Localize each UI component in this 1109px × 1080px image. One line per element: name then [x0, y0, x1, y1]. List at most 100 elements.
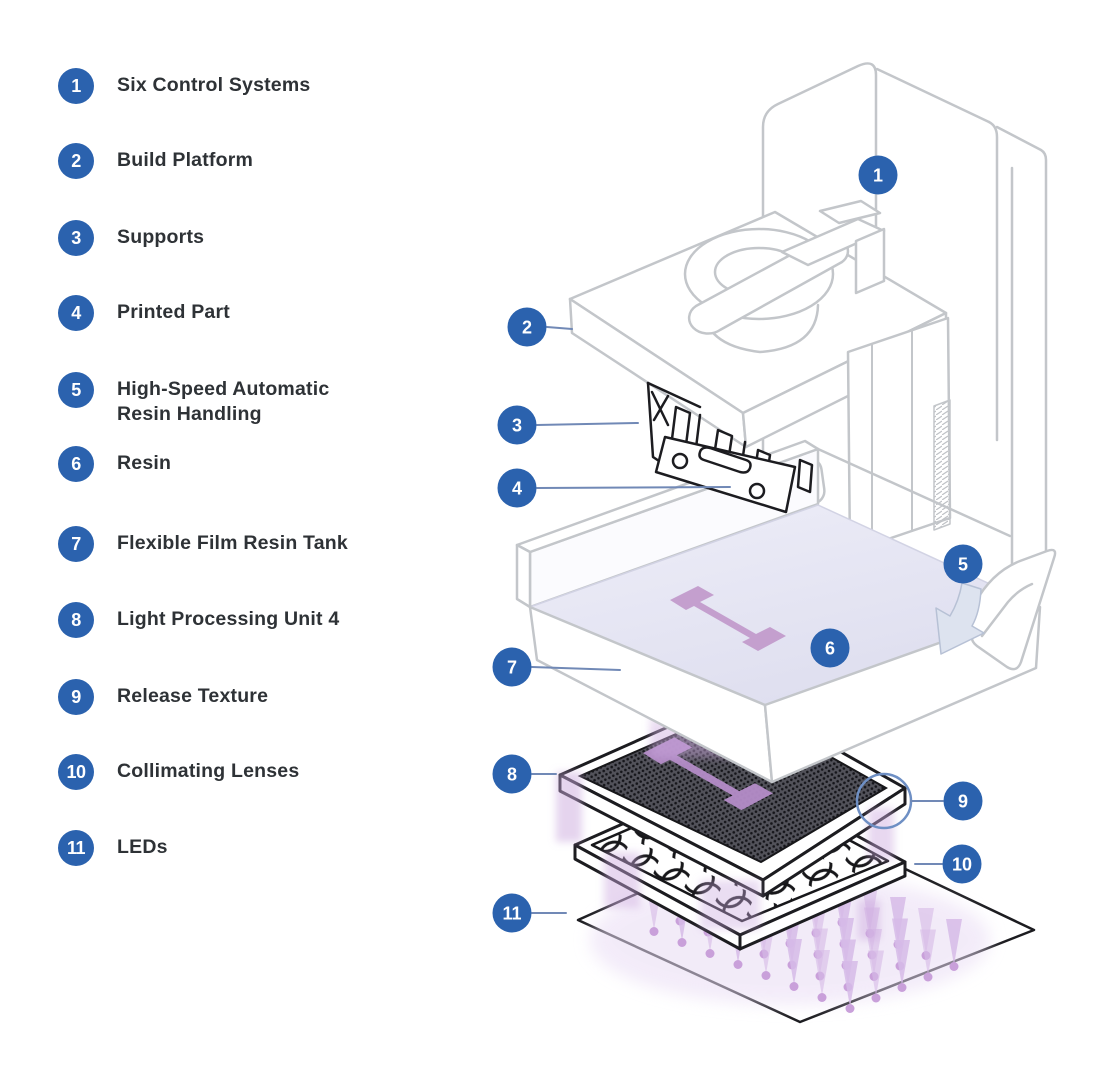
build-platform	[568, 199, 948, 449]
callout-10-num: 10	[952, 855, 972, 875]
callout-10-circle	[942, 844, 982, 884]
callout-4: 4	[497, 468, 537, 508]
callout-5-circle	[943, 544, 983, 584]
support-cage-right	[796, 458, 814, 494]
leader-2	[546, 326, 573, 330]
callout-4-num: 4	[512, 479, 522, 499]
led-cone-tip	[705, 949, 715, 958]
callout-7-circle	[492, 647, 532, 687]
legend-item-9: 9 Release Texture	[58, 679, 268, 715]
legend-label-5: High-Speed Automatic Resin Handling	[117, 378, 330, 425]
callout-5-num: 5	[958, 555, 968, 575]
leader-3	[536, 422, 639, 426]
legend-label-3: Supports	[117, 226, 205, 248]
led-cone-tip	[649, 927, 659, 936]
legend-label-9: Release Texture	[117, 685, 269, 707]
legend-label-10: Collimating Lenses	[117, 760, 300, 782]
callout-9: 9	[943, 781, 983, 821]
led-cone	[868, 950, 884, 997]
legend-item-6: 6 Resin	[58, 446, 171, 482]
glow-band-lower-center	[700, 880, 760, 930]
led-cone-tip	[923, 972, 933, 982]
legend-badge-11: 11	[58, 830, 94, 866]
diagram-callouts: 1 2 3 4 5 6 7 8 9 10 11	[492, 155, 983, 933]
legend-label-7: Flexible Film Resin Tank	[117, 532, 348, 554]
part-hole-left	[671, 452, 689, 470]
legend-badge-2: 2	[58, 143, 94, 179]
callout-1-circle	[858, 155, 898, 195]
part-hole-right	[748, 482, 766, 500]
callout-7-num: 7	[507, 658, 517, 678]
legend-item-5: 5 High-Speed Automatic Resin Handling	[58, 372, 329, 427]
callout-1: 1	[858, 155, 898, 195]
resin-tank	[515, 439, 1057, 784]
led-cone-tip	[871, 993, 881, 1003]
legend-item-1: 1 Six Control Systems	[58, 68, 310, 104]
led-cone	[786, 939, 802, 985]
legend-badge-10: 10	[58, 754, 94, 790]
legend-badge-6: 6	[58, 446, 94, 482]
callout-1-num: 1	[873, 166, 883, 186]
tank-spout	[969, 548, 1057, 671]
legend-label-8: Light Processing Unit 4	[117, 608, 340, 630]
callout-8: 8	[492, 754, 532, 794]
callout-3-num: 3	[512, 416, 522, 436]
callout-11-num: 11	[502, 904, 521, 924]
callout-6-circle	[810, 628, 850, 668]
callout-11-circle	[492, 893, 532, 933]
support-cage-top	[646, 381, 702, 409]
lead-screw	[933, 399, 951, 531]
led-cone-tip	[845, 1004, 855, 1013]
legend-label-2: Build Platform	[117, 149, 254, 171]
resin-pour-arrow	[935, 582, 985, 655]
callout-2: 2	[507, 307, 547, 347]
led-cone	[920, 929, 936, 976]
legend: 1 Six Control Systems 2 Build Platform 3 Su…	[0, 0, 470, 1080]
tank-back-wall-end	[515, 543, 532, 609]
led-cone-tip	[761, 971, 771, 980]
tower-outer-panel	[995, 125, 1048, 604]
callout-5: 5	[943, 544, 983, 584]
tower-left-panel	[761, 62, 878, 507]
legend-badge-1: 1	[58, 68, 94, 104]
glow-band-lower-right	[858, 900, 880, 940]
leader-7	[531, 666, 621, 671]
led-cone	[894, 940, 910, 986]
callout-6: 6	[810, 628, 850, 668]
led-cone-tip	[789, 982, 799, 991]
callout-9-circle	[943, 781, 983, 821]
legend-item-8: 8 Light Processing Unit 4	[58, 602, 339, 638]
callout-3-circle	[497, 405, 537, 445]
legend-badge-9: 9	[58, 679, 94, 715]
callout-4-circle	[497, 468, 537, 508]
leader-4	[536, 486, 731, 489]
led-cone-tip	[897, 983, 907, 992]
tank-spout-inner-line	[980, 582, 1034, 638]
tank-back-right-rim	[816, 447, 1012, 538]
led-cone-tip	[733, 960, 743, 969]
legend-label-6: Resin	[117, 452, 172, 474]
carriage-slot	[818, 199, 882, 225]
supports-and-printed-part	[646, 381, 814, 514]
legend-badge-3: 3	[58, 220, 94, 256]
callout-3: 3	[497, 405, 537, 445]
led-cone-tip	[817, 993, 827, 1002]
callout-2-circle	[507, 307, 547, 347]
callout-8-circle	[492, 754, 532, 794]
tower-top-edge	[875, 67, 991, 124]
legend-label-4: Printed Part	[117, 301, 230, 323]
glow-band-left	[556, 772, 582, 842]
callout-11: 11	[492, 893, 532, 933]
legend-badge-5: 5	[58, 372, 94, 408]
lens-frame-side-right	[738, 860, 907, 951]
led-cone-tip	[677, 938, 687, 947]
legend-label-1: Six Control Systems	[117, 74, 311, 96]
legend-badge-8: 8	[58, 602, 94, 638]
legend-item-3: 3 Supports	[58, 220, 204, 256]
carriage-block	[854, 227, 886, 295]
led-cone	[946, 919, 962, 965]
legend-item-10: 10 Collimating Lenses	[58, 754, 299, 790]
